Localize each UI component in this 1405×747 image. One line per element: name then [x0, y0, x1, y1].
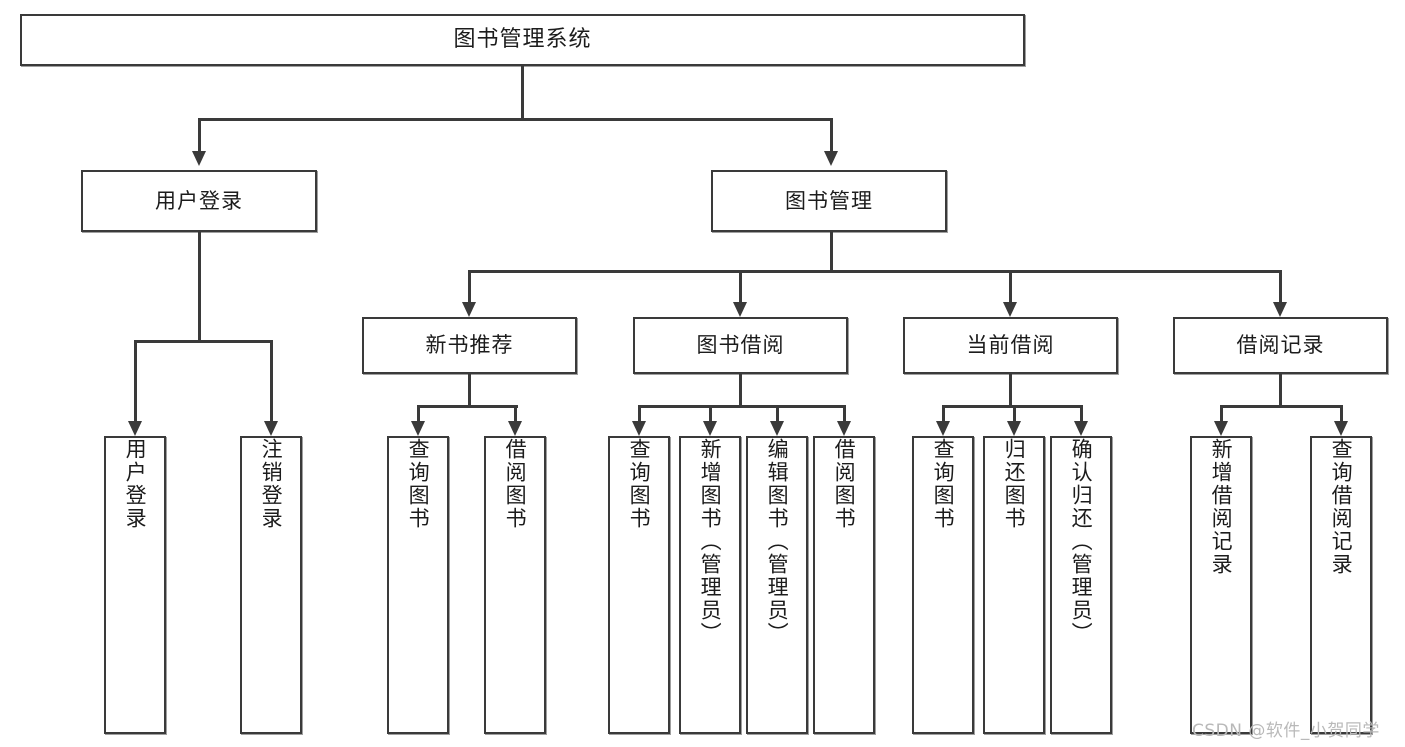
leaf-borrow-book-2[interactable]: 借阅图书: [813, 436, 875, 734]
connector-to-leaf-query-book-3: [942, 405, 945, 421]
leaf-add-record[interactable]: 新增借阅记录: [1190, 436, 1252, 734]
arrowhead-new-book-rec: [462, 302, 476, 317]
node-label: 新书推荐: [425, 333, 514, 358]
connector-to-leaf-query-record: [1340, 405, 1343, 421]
leaf-return-book[interactable]: 归还图书: [983, 436, 1045, 734]
connector-book-manage-stem: [830, 232, 833, 270]
connector-to-leaf-return-book: [1013, 405, 1016, 421]
connector-to-leaf-user-login: [134, 340, 137, 421]
arrowhead-leaf-query-record: [1334, 421, 1348, 436]
node-label: 查询图书: [627, 438, 652, 530]
connector-to-new-book-rec: [468, 270, 471, 302]
arrowhead-book-manage: [824, 151, 838, 166]
connector-to-current-borrow: [1009, 270, 1012, 302]
connector-book-borrow-bus: [638, 405, 844, 408]
node-label: 用户登录: [155, 188, 243, 213]
connector-new-book-rec-bus: [417, 405, 518, 408]
arrowhead-leaf-borrow-book-1: [508, 421, 522, 436]
connector-borrow-record-bus: [1220, 405, 1341, 408]
connector-to-borrow-record: [1279, 270, 1282, 302]
connector-to-leaf-query-book-2: [638, 405, 641, 421]
arrowhead-book-borrow: [733, 302, 747, 317]
node-label: 查询借阅记录: [1329, 438, 1354, 576]
connector-book-borrow-stem: [739, 374, 742, 405]
node-label: 新增图书（管理员）: [698, 438, 723, 645]
connector-to-leaf-edit-book: [776, 405, 779, 421]
node-label: 图书管理系统: [453, 27, 592, 53]
arrowhead-leaf-query-book-2: [632, 421, 646, 436]
arrowhead-leaf-query-book-1: [411, 421, 425, 436]
connector-to-book-manage: [830, 118, 833, 151]
node-label: 当前借阅: [966, 333, 1055, 358]
node-label: 借阅图书: [503, 438, 528, 530]
connector-root-stem: [521, 66, 524, 118]
connector-new-book-rec-stem: [468, 374, 471, 405]
node-root-system[interactable]: 图书管理系统: [20, 14, 1025, 66]
arrowhead-leaf-user-login: [128, 421, 142, 436]
leaf-add-book[interactable]: 新增图书（管理员）: [679, 436, 741, 734]
arrowhead-leaf-borrow-book-2: [837, 421, 851, 436]
node-label: 确认归还（管理员）: [1069, 438, 1094, 645]
node-label: 查询图书: [931, 438, 956, 530]
arrowhead-user-login: [192, 151, 206, 166]
connector-current-borrow-stem: [1009, 374, 1012, 405]
node-current-borrow[interactable]: 当前借阅: [903, 317, 1118, 374]
connector-to-leaf-query-book-1: [417, 405, 420, 421]
arrowhead-leaf-add-book: [703, 421, 717, 436]
connector-root-bus: [198, 118, 832, 121]
arrowhead-leaf-return-book: [1007, 421, 1021, 436]
leaf-user-login[interactable]: 用户登录: [104, 436, 166, 734]
node-book-borrow[interactable]: 图书借阅: [633, 317, 848, 374]
node-label: 借阅图书: [832, 438, 857, 530]
node-label: 归还图书: [1002, 438, 1027, 530]
arrowhead-leaf-query-book-3: [936, 421, 950, 436]
node-new-book-rec[interactable]: 新书推荐: [362, 317, 577, 374]
node-label: 新增借阅记录: [1209, 438, 1234, 576]
connector-to-leaf-add-record: [1220, 405, 1223, 421]
leaf-query-book-3[interactable]: 查询图书: [912, 436, 974, 734]
arrowhead-current-borrow: [1003, 302, 1017, 317]
connector-to-leaf-borrow-book-2: [843, 405, 846, 421]
leaf-query-record[interactable]: 查询借阅记录: [1310, 436, 1372, 734]
connector-user-login-bus: [134, 340, 273, 343]
node-label: 借阅记录: [1236, 333, 1325, 358]
connector-to-leaf-add-book: [709, 405, 712, 421]
leaf-logout[interactable]: 注销登录: [240, 436, 302, 734]
node-book-manage[interactable]: 图书管理: [711, 170, 947, 232]
node-label: 注销登录: [259, 438, 284, 530]
arrowhead-leaf-confirm-return: [1074, 421, 1088, 436]
connector-to-leaf-borrow-book-1: [514, 405, 517, 421]
node-label: 图书借阅: [696, 333, 785, 358]
leaf-borrow-book-1[interactable]: 借阅图书: [484, 436, 546, 734]
csdn-watermark: CSDN @软件_小贺同学: [1192, 721, 1380, 741]
connector-to-user-login: [198, 118, 201, 151]
arrowhead-leaf-edit-book: [770, 421, 784, 436]
node-user-login[interactable]: 用户登录: [81, 170, 317, 232]
connector-book-manage-bus: [468, 270, 1280, 273]
connector-borrow-record-stem: [1279, 374, 1282, 405]
arrowhead-borrow-record: [1273, 302, 1287, 317]
node-label: 图书管理: [785, 188, 873, 213]
connector-current-borrow-bus: [942, 405, 1081, 408]
arrowhead-leaf-logout: [264, 421, 278, 436]
leaf-query-book-1[interactable]: 查询图书: [387, 436, 449, 734]
node-label: 查询图书: [406, 438, 431, 530]
arrowhead-leaf-add-record: [1214, 421, 1228, 436]
node-label: 编辑图书（管理员）: [765, 438, 790, 645]
connector-to-leaf-logout: [270, 340, 273, 421]
leaf-confirm-return[interactable]: 确认归还（管理员）: [1050, 436, 1112, 734]
connector-user-login-stem: [198, 232, 201, 340]
connector-to-book-borrow: [739, 270, 742, 302]
leaf-query-book-2[interactable]: 查询图书: [608, 436, 670, 734]
leaf-edit-book[interactable]: 编辑图书（管理员）: [746, 436, 808, 734]
connector-to-leaf-confirm-return: [1080, 405, 1083, 421]
node-borrow-record[interactable]: 借阅记录: [1173, 317, 1388, 374]
node-label: 用户登录: [123, 438, 148, 530]
